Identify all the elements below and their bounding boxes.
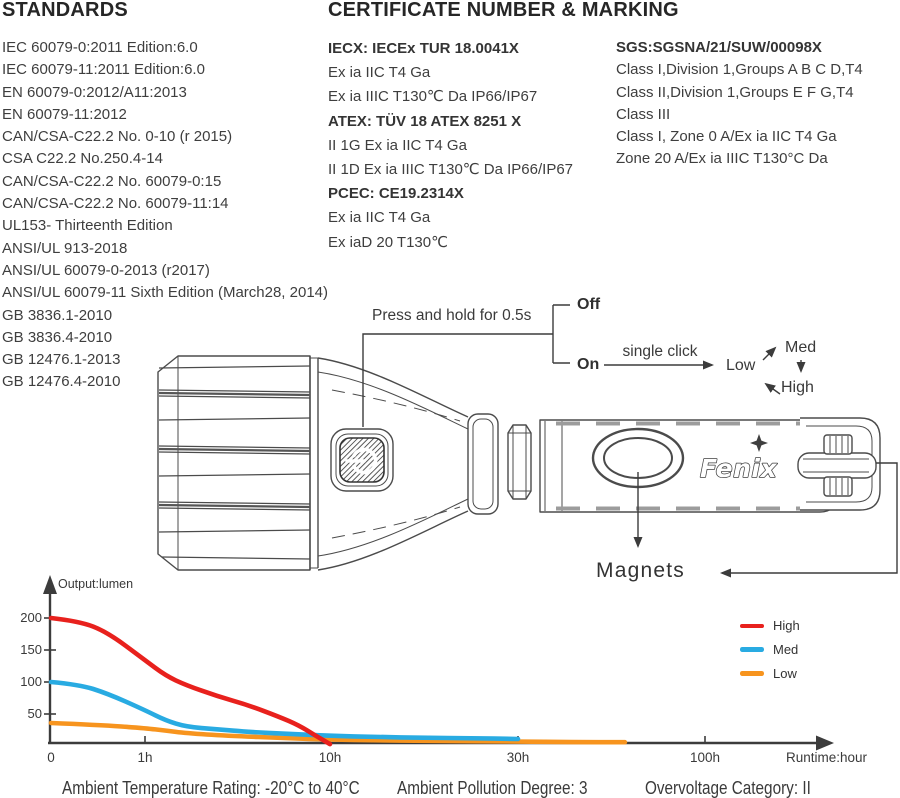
x-tick-label: 10h [318,750,342,765]
standards-item: ANSI/UL 913-2018 [2,239,128,257]
press-hold-connector [362,304,570,427]
curve-med [48,679,521,742]
high-label: High [781,379,814,396]
standards-item: GB 3836.4-2010 [2,328,113,346]
flashlight-taper [317,357,469,571]
certificate-line: Class II,Division 1,Groups E F G,T4 [616,83,854,101]
low-to-med-arrow [762,346,777,361]
legend-swatch-med [740,647,764,652]
legend-swatch-high [740,623,764,629]
legend-swatch-low [740,670,764,676]
standards-item: ANSI/UL 60079-11 Sixth Edition (March28,… [2,284,329,302]
legend-label-low: Low [773,665,797,681]
overvoltage-category: Overvoltage Category: II [645,778,811,798]
x-tick-label: 30h [506,750,530,765]
off-label: Off [577,296,601,313]
certificate-column-1: IECX: IECEx TUR 18.0041X Ex ia IIC T4 Ga E… [328,37,573,255]
fenix-logo-text: Fenix [700,454,777,483]
certificate-line: Ex ia IIC T4 Ga [328,64,431,82]
curve-low [48,720,628,745]
x-tick-label: 100h [689,750,721,765]
ambient-pollution-degree: Ambient Pollution Degree: 3 [397,778,588,798]
standards-item: GB 12476.4-2010 [2,373,121,391]
tail-knobs [823,434,853,497]
x-axis-arrow [816,735,834,751]
certificate-line: Ex ia IIC T4 Ga [328,209,431,227]
certificate-line: Ex ia IIIC T130℃ Da IP66/IP67 [328,88,538,106]
y-axis-title: Output:lumen [58,577,134,591]
y-axis-arrow [43,575,57,594]
x-tick-label: 1h [137,750,153,765]
legend-label-high: High [773,618,800,634]
magnet-callout-line [720,462,898,578]
standards-item: CAN/CSA-C22.2 No. 60079-11:14 [2,195,229,213]
flashlight-neck [467,413,532,515]
power-icon [345,447,378,475]
certificate-line: II 1D Ex ia IIIC T130℃ Da IP66/IP67 [328,161,574,179]
annotation-lines [362,304,898,578]
flashlight-body [539,419,837,513]
standards-item: IEC 60079-0:2011 Edition:6.0 [2,39,198,56]
chart-axes [43,575,834,751]
high-to-low-arrow [764,382,781,395]
certificate-line: Class I,Division 1,Groups A B C D,T4 [616,61,863,79]
standards-item: EN 60079-11:2012 [2,105,127,123]
x-tick-label: 0 [47,750,55,765]
standards-item: ANSI/UL 60079-0-2013 (r2017) [2,261,210,279]
axis-ticks [44,617,706,743]
certificate-line: II 1G Ex ia IIC T4 Ga [328,136,467,154]
legend-label-med: Med [773,642,799,658]
fenix-logo: Fenix [699,434,778,484]
single-click-label: single click [622,343,698,360]
power-button [330,428,394,492]
press-hold-label: Press and hold for 0.5s [372,307,532,324]
legend-row-med: Med [740,638,800,662]
tail-clip [797,417,881,511]
y-tick-label: 200 [20,610,42,625]
certificate-line: SGS:SGSNA/21/SUW/00098X [616,39,822,56]
certificate-line: IECX: IECEx TUR 18.0041X [328,40,519,57]
standards-item: CAN/CSA-C22.2 No. 60079-0:15 [2,172,222,190]
standards-item: GB 3836.1-2010 [2,306,113,324]
standards-item: IEC 60079-11:2011 Edition:6.0 [2,61,205,79]
certificate-title: CERTIFICATE NUMBER & MARKING [328,0,679,21]
legend-row-high: High [740,614,800,638]
star-icon [750,434,768,452]
med-label: Med [785,339,817,356]
low-label: Low [726,357,756,374]
chart-curves [48,615,628,747]
y-tick-label: 150 [20,642,42,657]
magnets-label: Magnets [596,559,685,582]
certificate-line: Class III [616,105,671,123]
standards-item: EN 60079-0:2012/A11:2013 [2,83,187,101]
certificate-line: ATEX: TÜV 18 ATEX 8251 X [328,112,522,130]
standards-item: CAN/CSA-C22.2 No. 0-10 (r 2015) [2,128,233,146]
standards-title: STANDARDS [2,0,128,21]
x-axis-title: Runtime:hour [786,750,868,765]
certificate-line: Ex iaD 20 T130℃ [328,233,448,251]
flashlight-head [157,355,319,571]
certificate-line: Class I, Zone 0 A/Ex ia IIC T4 Ga [616,128,837,146]
certificate-column-2: SGS:SGSNA/21/SUW/00098X Class I,Division … [616,37,863,171]
y-tick-label: 100 [20,674,42,689]
on-label: On [577,356,600,373]
legend-row-low: Low [740,661,800,685]
certificate-line: Zone 20 A/Ex ia IIIC T130°C Da [616,150,828,168]
certificate-line: PCEC: CE19.2314X [328,185,464,203]
y-tick-label: 50 [27,706,42,721]
standards-item: UL153- Thirteenth Edition [2,217,173,235]
curve-high [48,615,333,747]
standards-item: CSA C22.2 No.250.4-14 [2,150,163,168]
standards-item: GB 12476.1-2013 [2,351,121,369]
chart-legend: High Med Low [740,614,800,685]
flashlight-illustration: Fenix [157,355,881,571]
ambient-temperature-rating: Ambient Temperature Rating: -20°C to 40°… [62,778,360,798]
